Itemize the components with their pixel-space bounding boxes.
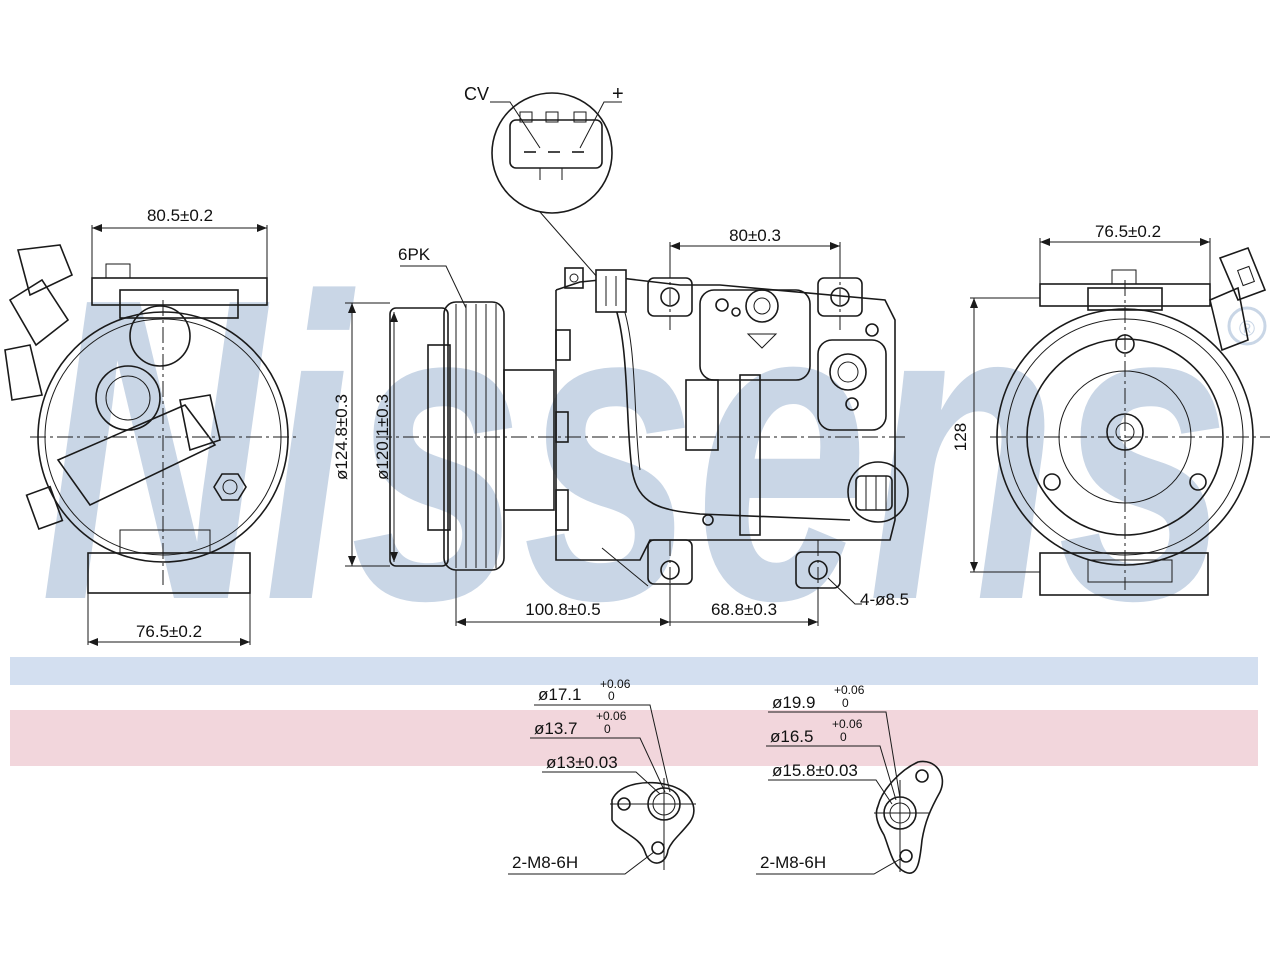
port-left-d2: ø13.7: [534, 719, 577, 738]
port-left-d1: ø17.1: [538, 685, 581, 704]
left-view: 80.5±0.2 76.5±0.2: [4, 206, 300, 646]
port-left-d2-tol-lower: 0: [604, 722, 611, 736]
front-view: 6PK ø124.8±0.3 ø120.1±0.3 80±0.3 100.8±0…: [332, 226, 909, 626]
port-right-d3: ø15.8±0.03: [772, 761, 858, 780]
holes-label: 4-ø8.5: [860, 590, 909, 609]
left-dim-bottom: 76.5±0.2: [136, 622, 202, 641]
cv-label: CV: [464, 84, 489, 104]
port-right-d1-tol-upper: +0.06: [834, 683, 865, 697]
port-right-thread: 2-M8-6H: [760, 853, 826, 872]
connector-detail-circle: [491, 92, 613, 214]
port-right-d2: ø16.5: [770, 727, 813, 746]
right-dim-height: 128: [951, 423, 970, 451]
left-dim-top: 80.5±0.2: [147, 206, 213, 225]
port-left-thread: 2-M8-6H: [512, 853, 578, 872]
belt-label: 6PK: [398, 245, 431, 264]
port-right-d2-tol-lower: 0: [840, 730, 847, 744]
registered-mark-circle: [1227, 306, 1267, 346]
plus-label: +: [612, 83, 624, 105]
dia-outer: ø124.8±0.3: [332, 394, 351, 480]
registered-mark: ®: [1239, 316, 1255, 341]
port-right-d1: ø19.9: [772, 693, 815, 712]
connector-detail: CV +: [464, 83, 624, 279]
blue-band: [10, 657, 1258, 685]
port-left-d3: ø13±0.03: [546, 753, 618, 772]
port-left-d1-tol-upper: +0.06: [600, 677, 631, 691]
dia-inner: ø120.1±0.3: [373, 394, 392, 480]
right-view: 76.5±0.2 128: [951, 222, 1270, 596]
front-dim-top: 80±0.3: [729, 226, 781, 245]
port-left-d1-tol-lower: 0: [608, 689, 615, 703]
watermark-text: Nissens: [40, 210, 1230, 690]
port-right-d1-tol-lower: 0: [842, 696, 849, 710]
port-right-d2-tol-upper: +0.06: [832, 717, 863, 731]
front-dim-bottom-right: 68.8±0.3: [711, 600, 777, 619]
port-detail-left: ø17.1 +0.06 0 ø13.7 +0.06 0 ø13±0.03 2-M…: [508, 677, 696, 875]
port-left-d2-tol-upper: +0.06: [596, 709, 627, 723]
front-dim-bottom-left: 100.8±0.5: [525, 600, 601, 619]
right-dim-top: 76.5±0.2: [1095, 222, 1161, 241]
port-detail-right: ø19.9 +0.06 0 ø16.5 +0.06 0 ø15.8±0.03 2…: [756, 683, 944, 875]
